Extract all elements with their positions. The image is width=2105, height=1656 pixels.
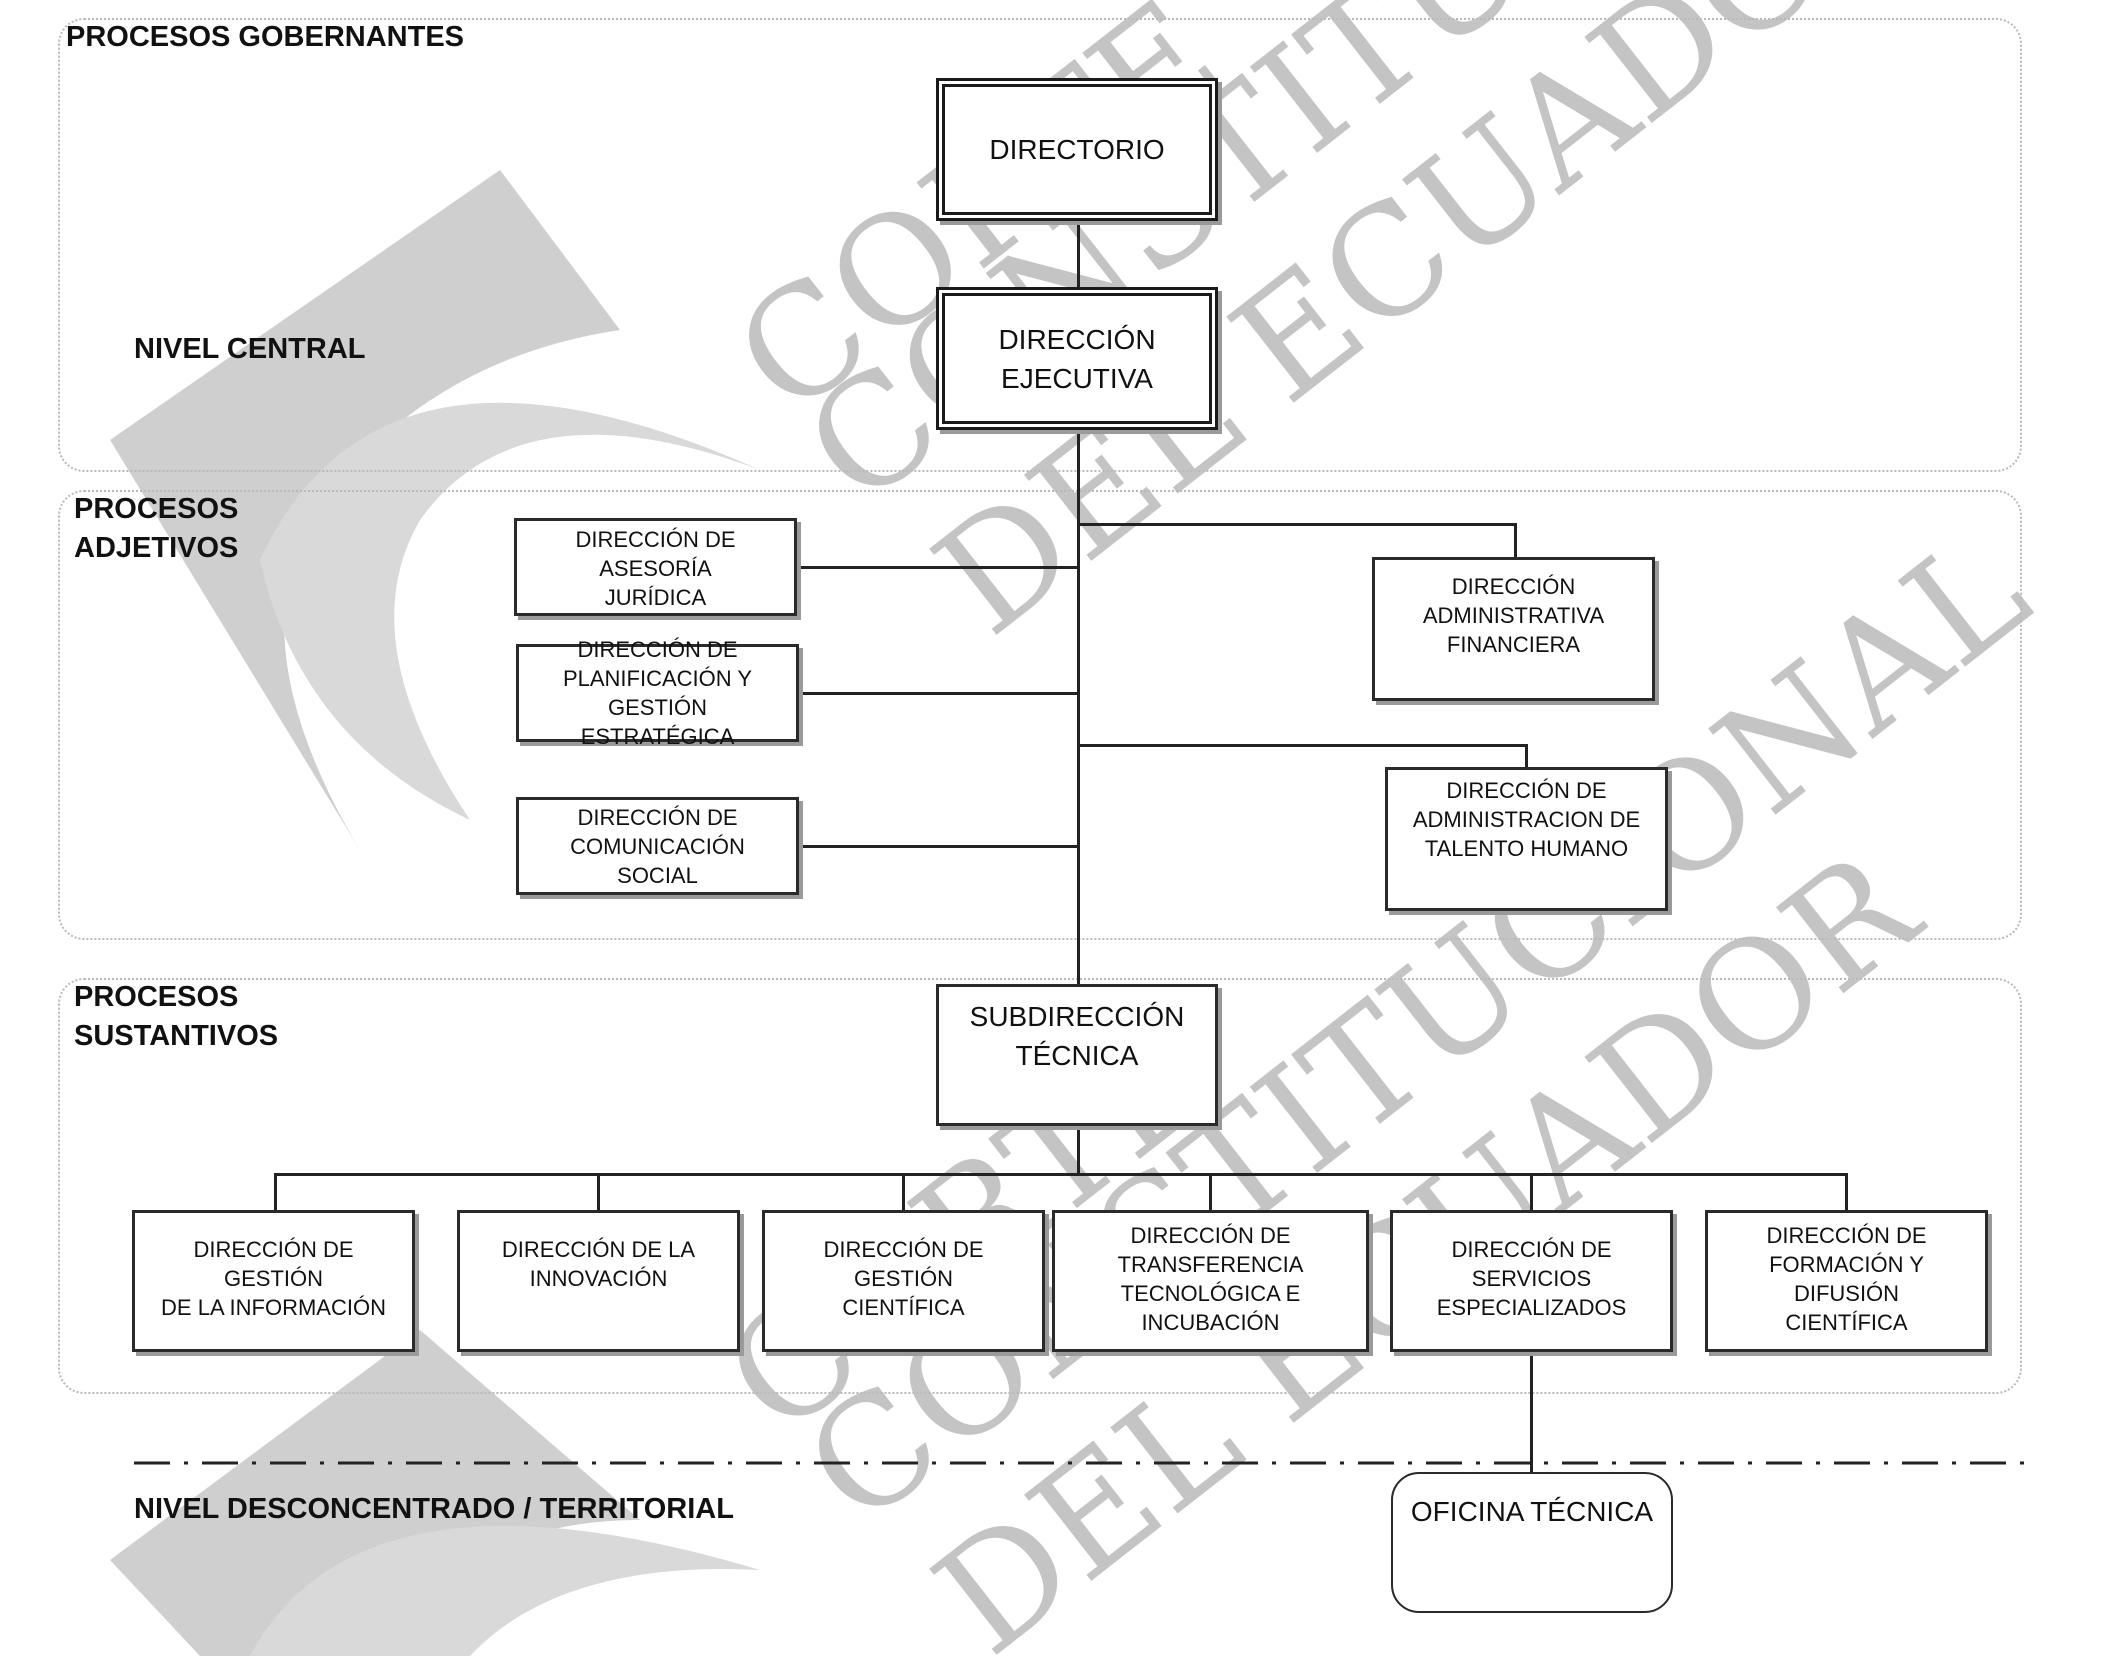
node-oficina-tecnica: OFICINA TÉCNICA [1391,1472,1673,1613]
connector-administrativa-h [1077,523,1516,526]
connector-main-trunk [1077,428,1080,984]
node-asesoria-juridica: DIRECCIÓN DE ASESORÍA JURÍDICA [514,518,797,616]
node-transferencia: DIRECCIÓN DE TRANSFERENCIA TECNOLÓGICA E… [1052,1210,1369,1352]
section-adjetivos-label: PROCESOS ADJETIVOS [74,493,239,564]
connector-talento-v [1525,744,1528,768]
connector-child-4 [1209,1173,1212,1211]
connector-oficina [1530,1348,1533,1474]
connector-comunicacion [798,845,1079,848]
node-formacion-difusion: DIRECCIÓN DE FORMACIÓN Y DIFUSIÓN CIENTÍ… [1705,1210,1988,1352]
node-servicios-especializados: DIRECCIÓN DE SERVICIOS ESPECIALIZADOS [1390,1210,1673,1352]
node-planificacion: DIRECCIÓN DE PLANIFICACIÓN Y GESTIÓN EST… [516,637,799,749]
connector-administrativa-v [1514,523,1517,558]
node-gestion-informacion: DIRECCIÓN DE GESTIÓN DE LA INFORMACIÓN [132,1210,415,1352]
node-subdireccion-tecnica: SUBDIRECCIÓN TÉCNICA [936,984,1218,1126]
connector-asesoria [796,566,1079,569]
connector-subdireccion-down [1077,1124,1080,1175]
connector-children-bar [274,1173,1848,1176]
node-direccion-ejecutiva: DIRECCIÓN EJECUTIVA [936,287,1218,430]
connector-planificacion [798,692,1079,695]
node-directorio: DIRECTORIO [936,78,1218,221]
node-administrativa-financiera: DIRECCIÓN ADMINISTRATIVA FINANCIERA [1372,557,1655,701]
band-adjetivos [58,490,2022,940]
band-gobernantes [58,18,2022,472]
connector-child-1 [274,1173,277,1211]
connector-talento-h [1077,744,1527,747]
connector-child-3 [902,1173,905,1211]
section-gobernantes-label: PROCESOS GOBERNANTES [66,21,464,53]
section-sustantivos-label: PROCESOS SUSTANTIVOS [74,981,279,1052]
band-sustantivos [58,978,2022,1394]
connector-child-5 [1530,1173,1533,1211]
connector-directorio-ejecutiva [1077,219,1080,291]
node-innovacion: DIRECCIÓN DE LA INNOVACIÓN [457,1210,740,1352]
connector-child-6 [1845,1173,1848,1211]
node-talento-humano: DIRECCIÓN DE ADMINISTRACION DE TALENTO H… [1385,767,1668,911]
connector-child-2 [597,1173,600,1211]
section-desconcentrado-label: NIVEL DESCONCENTRADO / TERRITORIAL [134,1493,734,1525]
node-gestion-cientifica: DIRECCIÓN DE GESTIÓN CIENTÍFICA [762,1210,1045,1352]
section-nivel-central-label: NIVEL CENTRAL [134,333,366,365]
node-comunicacion: DIRECCIÓN DE COMUNICACIÓN SOCIAL [516,797,799,895]
